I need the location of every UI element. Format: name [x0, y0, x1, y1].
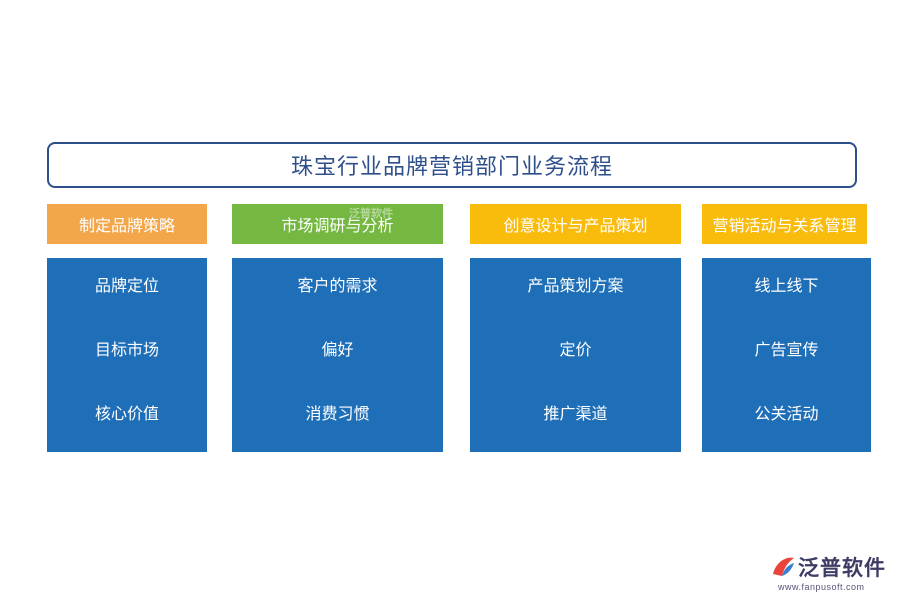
- column-item: 产品策划方案: [527, 276, 624, 295]
- column-item: 广告宣传: [754, 340, 819, 359]
- column-header-brand-strategy: 制定品牌策略: [47, 204, 207, 244]
- column-body-brand-strategy: 品牌定位 目标市场 核心价值: [47, 258, 207, 452]
- logo-mark-icon: [773, 557, 794, 576]
- column-item: 品牌定位: [94, 276, 159, 295]
- logo-url: www.fanpusoft.com: [778, 582, 865, 592]
- column-item: 核心价值: [94, 404, 159, 423]
- brand-logo: 泛普软件 www.fanpusoft.com: [770, 552, 895, 596]
- column-item: 公关活动: [754, 404, 819, 423]
- diagram-title: 珠宝行业品牌营销部门业务流程: [47, 142, 857, 188]
- column-body-marketing-activities: 线上线下 广告宣传 公关活动: [702, 258, 871, 452]
- column-body-creative-design: 产品策划方案 定价 推广渠道: [470, 258, 681, 452]
- column-item: 客户的需求: [297, 276, 378, 295]
- column-header-creative-design: 创意设计与产品策划: [470, 204, 681, 244]
- column-item: 定价: [559, 340, 592, 359]
- column-body-market-research: 客户的需求 偏好 消费习惯: [232, 258, 443, 452]
- diagram-title-text: 珠宝行业品牌营销部门业务流程: [290, 155, 613, 180]
- column-item: 线上线下: [754, 276, 819, 295]
- column-header-label: 市场调研与分析: [281, 216, 394, 235]
- column-item: 推广渠道: [543, 404, 608, 423]
- column-header-label: 营销活动与关系管理: [712, 216, 857, 235]
- column-header-market-research: 市场调研与分析: [232, 204, 443, 244]
- logo-name: 泛普软件: [798, 556, 886, 580]
- column-header-label: 制定品牌策略: [78, 216, 175, 235]
- column-header-marketing-activities: 营销活动与关系管理: [702, 204, 867, 244]
- column-header-label: 创意设计与产品策划: [503, 216, 648, 235]
- column-item: 消费习惯: [305, 404, 370, 423]
- column-item: 目标市场: [94, 340, 159, 359]
- column-item: 偏好: [321, 340, 354, 359]
